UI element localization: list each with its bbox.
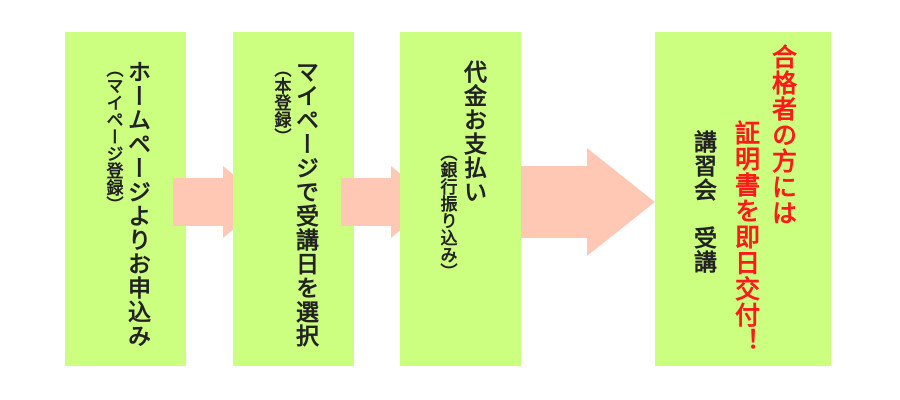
step-2-box: マイページで受講日を選択 （本登録） bbox=[233, 32, 354, 366]
step-3-sub-text: （銀行振り込み） bbox=[436, 144, 457, 280]
step-1-main-text: ホームページよりお申込み bbox=[123, 60, 150, 348]
arrow-3 bbox=[521, 148, 655, 256]
step-1-box: ホームページよりお申込み （マイページ登録） bbox=[65, 32, 186, 366]
step-1-sub-text: （マイページ登録） bbox=[102, 60, 123, 213]
course-attendance-text: 講習会 受講 bbox=[689, 130, 716, 274]
step-3-main-text: 代金お支払い bbox=[459, 60, 486, 204]
step-2-main-text: マイページで受講日を選択 bbox=[291, 60, 318, 348]
step-3-box: 代金お支払い （銀行振り込み） bbox=[400, 32, 521, 366]
certificate-line-2: 証明書を即日交付！ bbox=[731, 120, 761, 354]
certificate-line-1: 合格者の方には bbox=[768, 44, 798, 226]
step-2-sub-text: （本登録） bbox=[270, 60, 291, 145]
final-box: 合格者の方には 証明書を即日交付！ 講習会 受講 bbox=[655, 32, 831, 366]
